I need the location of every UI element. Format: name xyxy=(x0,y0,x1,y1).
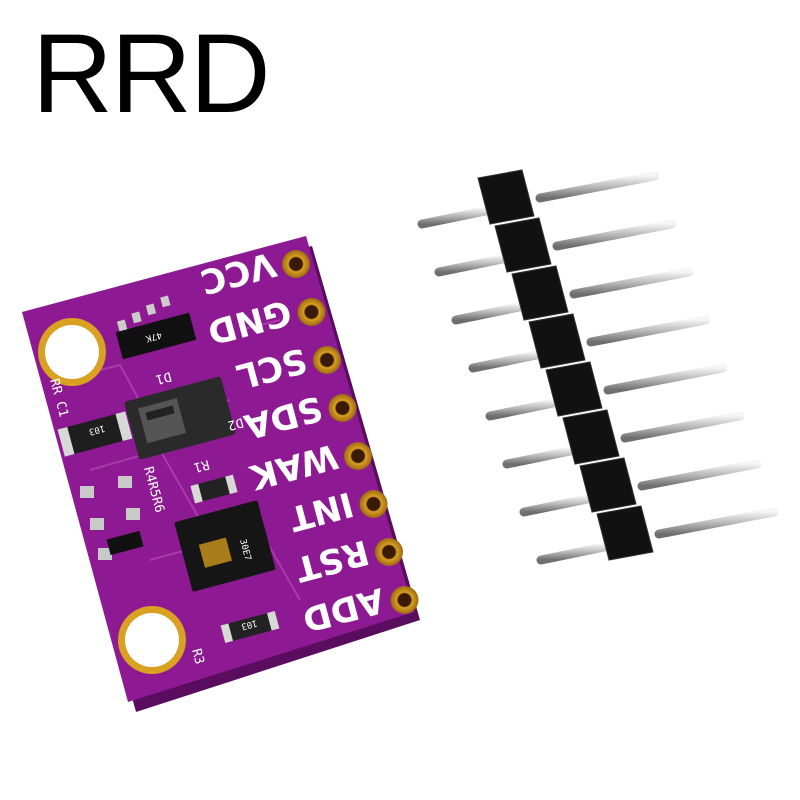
header-pin-long xyxy=(654,507,779,539)
solder-pads xyxy=(282,250,419,614)
watermark-text: RRD xyxy=(32,11,271,136)
header-body-segment xyxy=(528,313,586,369)
capacitor-c1: 103 xyxy=(57,411,133,457)
capacitor-code: 103 xyxy=(88,422,106,436)
silk-d1: D1 xyxy=(154,368,173,387)
header-pin-long xyxy=(586,315,711,347)
solder-pad xyxy=(297,298,326,326)
resistor-array: 47K xyxy=(115,295,197,360)
optical-sensor: 30E7 xyxy=(174,500,276,592)
resistor-center xyxy=(190,474,238,504)
solder-pad xyxy=(344,442,372,470)
silk-r3: R3 xyxy=(188,647,207,666)
header-pin-long xyxy=(637,459,762,491)
solder-pad xyxy=(390,586,419,614)
solder-pad xyxy=(328,394,357,422)
resistor-array-code: 47K xyxy=(144,329,163,343)
header-pin-long xyxy=(620,411,745,443)
header-body-segment xyxy=(596,505,654,561)
sensor-chip xyxy=(124,376,236,460)
header-body-segment xyxy=(579,457,637,513)
solder-pad xyxy=(359,490,388,518)
header-pin-long xyxy=(535,171,660,203)
small-pads xyxy=(80,476,140,560)
resistor-r1 xyxy=(106,530,144,556)
mounting-hole-bottom xyxy=(118,606,186,674)
silk-d2: D2 xyxy=(226,414,245,433)
resistor-r3-code: 103 xyxy=(240,617,258,631)
mounting-hole-top xyxy=(38,318,106,386)
pin-header xyxy=(417,169,779,565)
header-body-segment xyxy=(562,409,620,465)
silk-r1: R1 xyxy=(192,456,211,475)
header-body-segment xyxy=(511,265,569,321)
header-pin-long xyxy=(569,267,694,299)
solder-pad xyxy=(375,538,403,566)
solder-pad xyxy=(313,346,341,374)
header-body-segment xyxy=(494,217,552,273)
header-body-segment xyxy=(545,361,603,417)
resistor-r3: 103 xyxy=(220,611,280,643)
solder-pad xyxy=(282,250,310,278)
header-body-segment xyxy=(477,169,535,225)
header-pin-long xyxy=(603,363,728,395)
header-pin-long xyxy=(552,219,677,251)
